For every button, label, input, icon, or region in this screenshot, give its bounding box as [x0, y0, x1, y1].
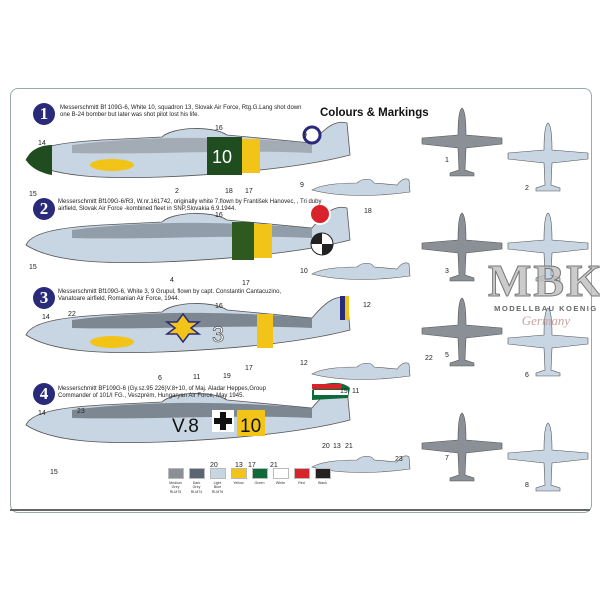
legend-item: Yellow: [230, 468, 247, 494]
colour-swatch: [167, 468, 184, 479]
callout: 12: [363, 302, 371, 309]
callout: 8: [525, 482, 529, 489]
callout: 16: [215, 212, 223, 219]
callout: 2: [525, 185, 529, 192]
legend-item: Dark Grey RLM74: [188, 468, 205, 494]
colour-swatch: [272, 468, 289, 479]
legend-item: Green: [251, 468, 268, 494]
callout: 9: [300, 182, 304, 189]
profile-description: Messerschmitt Bf109G-6, White 3, 9 Grupu…: [58, 289, 282, 302]
callout: 5: [445, 352, 449, 359]
callout: 22: [68, 311, 76, 318]
callout: 13: [333, 443, 341, 450]
profile-number-badge: 4: [33, 383, 55, 405]
callout: 9: [303, 132, 307, 139]
callout: 15: [29, 191, 37, 198]
callout: 2: [175, 188, 179, 195]
legend-item: White: [272, 468, 289, 494]
legend-item: Black: [314, 468, 331, 494]
callout: 7: [445, 455, 449, 462]
mbk-logo-watermark: MBK MODELLBAU KOENIG Germany: [488, 255, 600, 328]
callout: 18: [225, 188, 233, 195]
fuselage-code: 10: [212, 147, 232, 167]
callout: 17: [245, 188, 253, 195]
callout: 6: [158, 375, 162, 382]
callout: 14: [38, 140, 46, 147]
fuselage-code-right: 10: [240, 416, 261, 437]
divider: [10, 509, 590, 511]
fuselage-code-left: V.8: [172, 416, 199, 437]
colour-swatch: [314, 468, 331, 479]
callout: 15: [50, 469, 58, 476]
colour-swatch: [188, 468, 205, 479]
callout: 17: [248, 462, 256, 469]
colour-legend: Medium Grey RLM75 Dark Grey RLM74 Light …: [167, 468, 331, 494]
callout: 18: [364, 208, 372, 215]
callout: 15: [29, 264, 37, 271]
callout: 14: [38, 410, 46, 417]
callout: 1: [445, 157, 449, 164]
callout: 19: [340, 388, 348, 395]
callout: 20: [322, 443, 330, 450]
profile-number-badge: 3: [33, 287, 55, 309]
legend-item: Medium Grey RLM75: [167, 468, 184, 494]
callout: 12: [300, 360, 308, 367]
callout: 17: [242, 280, 250, 287]
callout: 14: [42, 314, 50, 321]
fuselage-code: 3: [212, 322, 224, 347]
callout: 13: [235, 462, 243, 469]
legend-item: Light Blue RLM76: [209, 468, 226, 494]
callout: 20: [210, 462, 218, 469]
colour-swatch: [251, 468, 268, 479]
callout: 11: [352, 388, 360, 395]
colour-swatch: [293, 468, 310, 479]
profile-description: Messerschmitt BF109G-6 (Gy.sz.95 226)V.8…: [58, 386, 266, 399]
callout: 4: [170, 277, 174, 284]
colour-swatch: [230, 468, 247, 479]
profile-description: Messerschmitt Bf 109G-6, White 10, squad…: [60, 105, 302, 118]
callout: 6: [525, 372, 529, 379]
callout: 21: [270, 462, 278, 469]
callout: 11: [193, 374, 201, 381]
callout: 16: [215, 125, 223, 132]
profile-number-badge: 1: [33, 103, 55, 125]
colour-swatch: [209, 468, 226, 479]
profile-2-side-view: [25, 203, 351, 264]
callout: 16: [215, 303, 223, 310]
callout: 19: [223, 373, 231, 380]
callout: 23: [77, 408, 85, 415]
callout: 21: [345, 443, 353, 450]
callout: 10: [300, 268, 308, 275]
callout: 3: [445, 268, 449, 275]
callout: 22: [425, 355, 433, 362]
profile-number-badge: 2: [33, 198, 55, 220]
profile-4-side-view: V.8 10: [25, 382, 351, 444]
page-title: Colours & Markings: [320, 107, 429, 119]
profile-description: Messerschmitt Bf109G-6/R3, W.nr.161742, …: [58, 199, 322, 212]
callout: 23: [395, 456, 403, 463]
callout: 17: [245, 365, 253, 372]
profile-3-side-view: 3: [25, 296, 351, 354]
legend-item: Red: [293, 468, 310, 494]
profile-1-side-view: 10: [25, 121, 351, 179]
